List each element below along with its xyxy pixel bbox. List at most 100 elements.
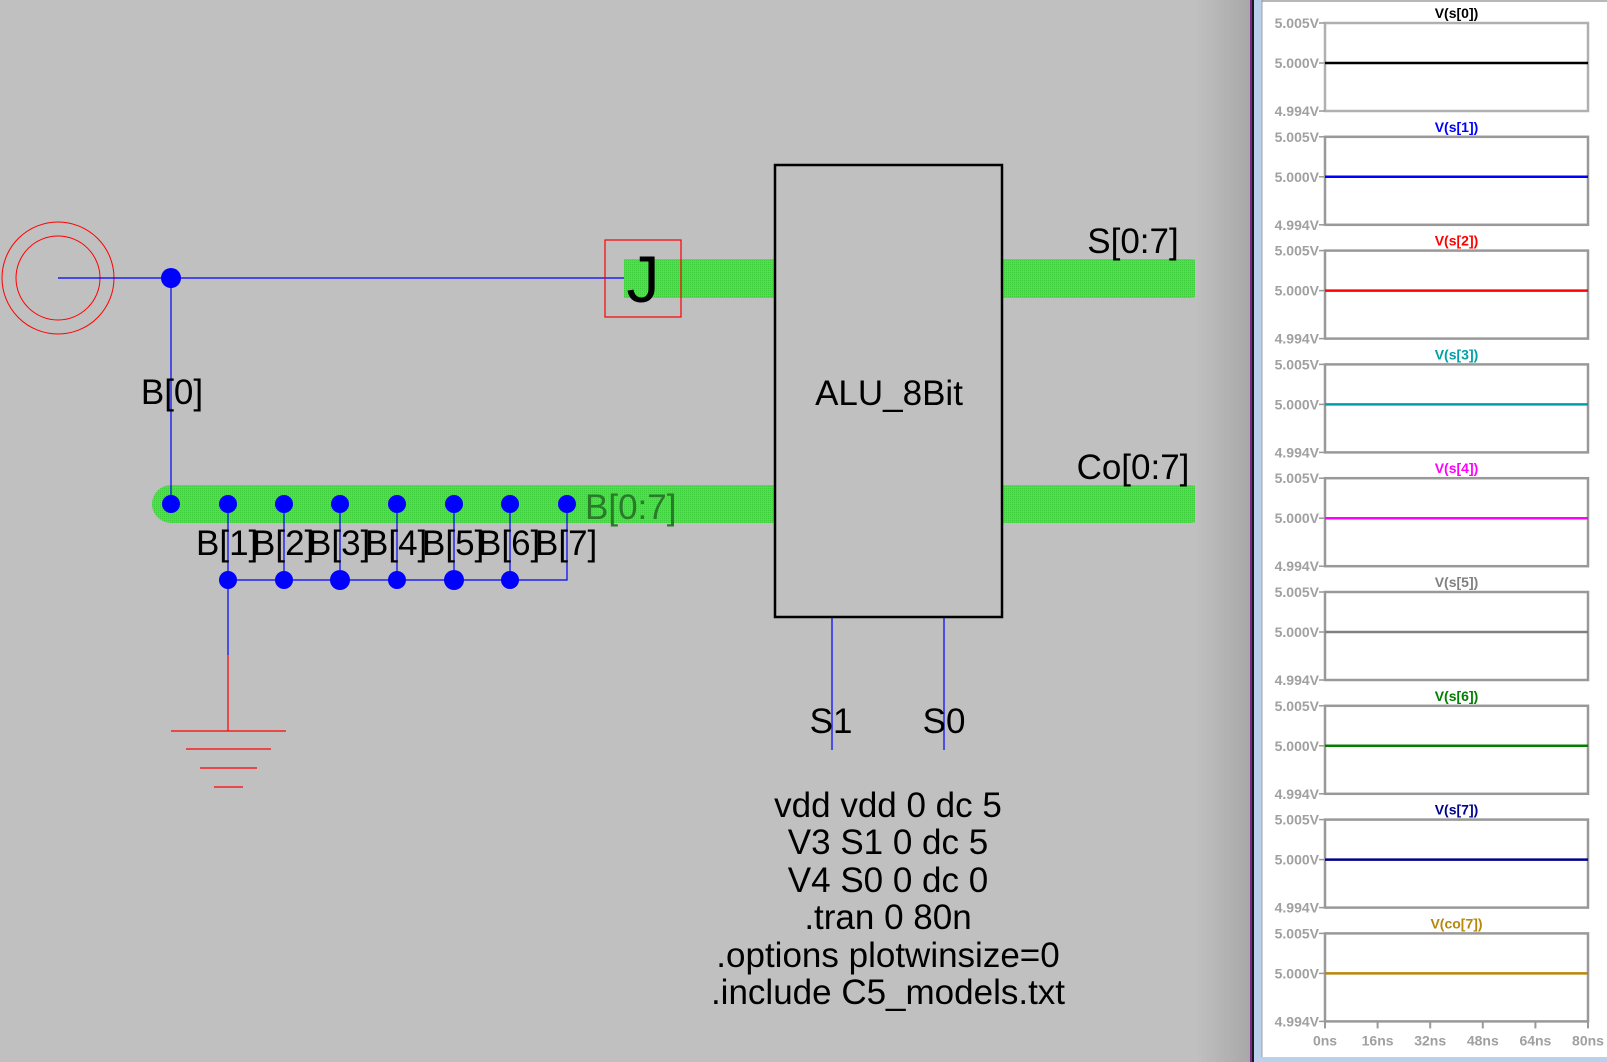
junction-dot[interactable] [219,571,237,589]
junction-dot[interactable] [331,495,349,513]
x-tick-label: 64ns [1519,1032,1551,1048]
junction-dot[interactable] [445,495,463,513]
spice-directive: .include C5_models.txt [711,973,1065,1012]
net-label-s0[interactable]: S0 [923,702,966,741]
window-frame-dark [1252,0,1254,1062]
x-tick-label: 80ns [1572,1032,1604,1048]
y-tick-label: 5.005V [1275,925,1320,941]
junction-dot[interactable] [275,495,293,513]
window-frame-purple [1250,0,1252,1062]
plot-frame [1323,476,1590,568]
schematic-canvas[interactable]: J ALU_8Bit B[0] B[0:7] S[0:7] Co[0:7] B[… [0,0,1250,1062]
y-tick-label: 5.000V [1275,624,1320,640]
component-name: ALU_8Bit [815,374,963,413]
junction-dot[interactable] [330,570,350,590]
plot-frame [1323,704,1590,796]
window-shadow [1195,0,1250,1062]
y-tick-label: 5.005V [1275,584,1320,600]
junction-dot[interactable] [558,495,576,513]
trace-label[interactable]: V(s[3]) [1435,346,1479,362]
trace-label[interactable]: V(s[0]) [1435,5,1479,21]
net-label-b4[interactable]: B[4] [365,524,427,563]
net-label-b3[interactable]: B[3] [308,524,370,563]
plot-frame [1323,818,1590,909]
junction-dot[interactable] [219,495,237,513]
spice-directive-block[interactable]: vdd vdd 0 dc 5 V3 S1 0 dc 5 V4 S0 0 dc 0… [711,786,1065,1012]
y-tick-label: 4.994V [1275,558,1320,574]
trace-label[interactable]: V(s[5]) [1435,574,1479,590]
bus-sum[interactable] [1002,259,1209,298]
spice-directive: V4 S0 0 dc 0 [788,861,988,900]
y-tick-label: 5.000V [1275,396,1320,412]
alu-component[interactable]: ALU_8Bit [773,163,1004,619]
bus-label-carry[interactable]: Co[0:7] [1077,448,1190,487]
junction-dot[interactable] [161,268,181,288]
plot-pane[interactable] [1262,0,1607,1057]
waveform-pane[interactable]: V(s[6]) 4.994V 5.000V 5.005V [1275,688,1590,802]
trace-label[interactable]: V(s[7]) [1435,802,1479,818]
ground-icon[interactable] [171,655,286,788]
y-tick-label: 5.000V [1275,283,1320,299]
bus-carry[interactable] [1002,485,1209,523]
net-label-b6[interactable]: B[6] [478,524,540,563]
spice-directive: V3 S1 0 dc 5 [788,823,988,862]
spice-directive: vdd vdd 0 dc 5 [774,786,1002,825]
waveform-plots: V(s[0]) 4.994V 5.000V 5.005V V(s[1]) 4.994V 5.… [1275,5,1605,1048]
junction-dot[interactable] [501,495,519,513]
net-label-b0[interactable]: B[0] [141,373,203,412]
y-tick-label: 4.994V [1275,1013,1320,1029]
y-tick-label: 5.000V [1275,169,1320,185]
junction-dot[interactable] [162,495,180,513]
trace-label[interactable]: V(co[7]) [1430,915,1482,931]
trace-label[interactable]: V(s[1]) [1435,119,1479,135]
trace-label[interactable]: V(s[4]) [1435,460,1479,476]
y-tick-label: 4.994V [1275,900,1320,916]
bus-junction-stub[interactable] [624,259,775,298]
junction-dot[interactable] [501,571,519,589]
plot-frame [1323,363,1590,454]
y-tick-label: 4.994V [1275,217,1320,233]
junction-dot[interactable] [388,571,406,589]
junction-dots [161,268,576,590]
junction-dot[interactable] [275,571,293,589]
plot-frame [1323,590,1590,682]
y-tick-label: 4.994V [1275,786,1320,802]
y-tick-label: 5.005V [1275,812,1320,828]
plot-frame [1323,135,1590,227]
net-label-b1[interactable]: B[1] [196,524,258,563]
y-tick-label: 5.005V [1275,356,1320,372]
spice-directive: .tran 0 80n [804,898,971,937]
x-tick-label: 0ns [1313,1032,1337,1048]
y-tick-label: 5.005V [1275,15,1320,31]
bus-b[interactable] [152,485,775,523]
y-tick-label: 5.005V [1275,698,1320,714]
net-label-b5[interactable]: B[5] [422,524,484,563]
plot-frame [1323,932,1590,1023]
trace-label[interactable]: V(s[2]) [1435,233,1479,249]
y-tick-label: 5.000V [1275,965,1320,981]
waveform-viewer-window[interactable]: V(s[0]) 4.994V 5.000V 5.005V V(s[1]) 4.994V 5.… [1250,0,1607,1062]
spice-directive: .options plotwinsize=0 [716,936,1059,975]
bus-label-input[interactable]: B[0:7] [585,488,676,527]
y-tick-label: 4.994V [1275,103,1320,119]
plot-frame [1323,249,1590,340]
x-tick-label: 32ns [1414,1032,1446,1048]
trace-label[interactable]: V(s[6]) [1435,688,1479,704]
net-label-b7[interactable]: B[7] [535,524,597,563]
net-label-b2[interactable]: B[2] [252,524,314,563]
net-label-s1[interactable]: S1 [810,702,853,741]
junction-dot[interactable] [444,570,464,590]
bus-label-sum[interactable]: S[0:7] [1087,222,1178,261]
bus-tap-symbol[interactable]: J [604,239,682,318]
y-tick-label: 5.000V [1275,738,1320,754]
junction-dot[interactable] [388,495,406,513]
y-tick-label: 5.005V [1275,470,1320,486]
